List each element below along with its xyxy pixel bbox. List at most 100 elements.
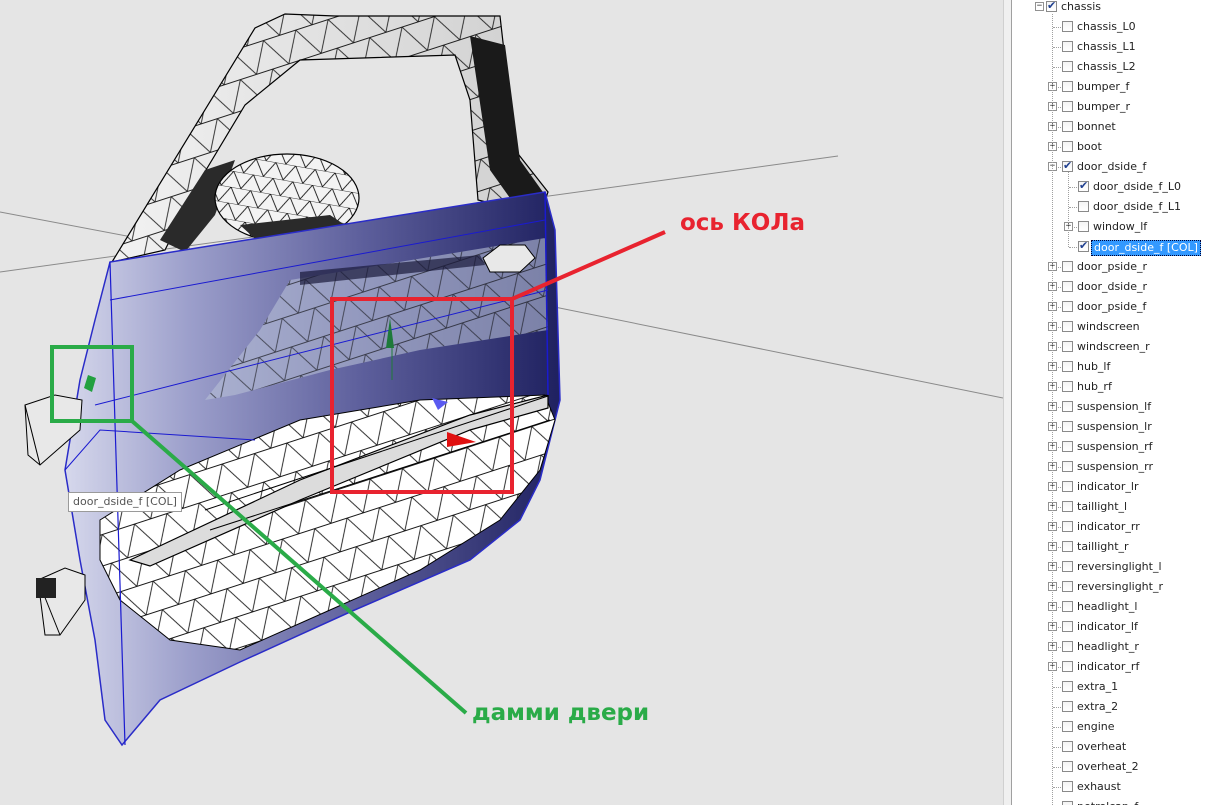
tree-node[interactable]: +headlight_l xyxy=(1012,600,1206,620)
tree-node[interactable]: +indicator_lf xyxy=(1012,620,1206,640)
tree-node-label[interactable]: taillight_l xyxy=(1077,500,1128,513)
node-checkbox[interactable] xyxy=(1062,761,1073,772)
tree-node[interactable]: +bonnet xyxy=(1012,120,1206,140)
node-checkbox[interactable] xyxy=(1062,461,1073,472)
node-checkbox[interactable] xyxy=(1062,661,1073,672)
tree-node-label[interactable]: hub_rf xyxy=(1077,380,1112,393)
node-checkbox[interactable] xyxy=(1078,201,1089,212)
collapse-icon[interactable]: − xyxy=(1035,1,1044,11)
tree-node-label[interactable]: suspension_rr xyxy=(1077,460,1153,473)
node-checkbox[interactable] xyxy=(1062,321,1073,332)
tree-node-label[interactable]: windscreen_r xyxy=(1077,340,1150,353)
tree-node[interactable]: extra_2 xyxy=(1012,700,1206,720)
node-checkbox[interactable] xyxy=(1062,101,1073,112)
tree-node[interactable]: chassis_L1 xyxy=(1012,40,1206,60)
tree-root[interactable]: − chassis xyxy=(1012,0,1206,20)
tree-node[interactable]: +window_lf xyxy=(1012,220,1206,240)
tree-node[interactable]: +suspension_lr xyxy=(1012,420,1206,440)
node-checkbox[interactable] xyxy=(1062,381,1073,392)
tree-node[interactable]: engine xyxy=(1012,720,1206,740)
tree-node-label[interactable]: indicator_rf xyxy=(1077,660,1140,673)
tree-node[interactable]: +door_pside_f xyxy=(1012,300,1206,320)
node-checkbox[interactable] xyxy=(1062,641,1073,652)
node-checkbox[interactable] xyxy=(1062,521,1073,532)
tree-node-label[interactable]: indicator_lf xyxy=(1077,620,1138,633)
tree-node[interactable]: +reversinglight_l xyxy=(1012,560,1206,580)
node-checkbox[interactable] xyxy=(1062,781,1073,792)
tree-node[interactable]: +indicator_rf xyxy=(1012,660,1206,680)
node-checkbox[interactable] xyxy=(1062,261,1073,272)
node-checkbox[interactable] xyxy=(1062,301,1073,312)
tree-node-label[interactable]: extra_1 xyxy=(1077,680,1119,693)
node-checkbox[interactable] xyxy=(1062,401,1073,412)
tree-node[interactable]: +taillight_l xyxy=(1012,500,1206,520)
tree-node[interactable]: door_dside_f_L0 xyxy=(1012,179,1206,200)
panel-splitter[interactable] xyxy=(1003,0,1012,805)
node-checkbox[interactable] xyxy=(1062,121,1073,132)
node-checkbox[interactable] xyxy=(1062,581,1073,592)
tree-node[interactable]: chassis_L2 xyxy=(1012,60,1206,80)
tree-node-label[interactable]: reversinglight_r xyxy=(1077,580,1163,593)
node-checkbox[interactable] xyxy=(1062,721,1073,732)
tree-node[interactable]: +hub_lf xyxy=(1012,360,1206,380)
tree-node[interactable]: chassis_L0 xyxy=(1012,20,1206,40)
tree-node[interactable]: +bumper_f xyxy=(1012,80,1206,100)
tree-node-label[interactable]: bonnet xyxy=(1077,120,1116,133)
tree-node[interactable]: petrolcap_f xyxy=(1012,800,1206,805)
tree-node-label[interactable]: boot xyxy=(1077,140,1102,153)
tree-node-label[interactable]: door_dside_f_L1 xyxy=(1093,200,1181,213)
tree-node-label[interactable]: exhaust xyxy=(1077,780,1121,793)
tree-node-label[interactable]: chassis_L2 xyxy=(1077,60,1136,73)
3d-viewport[interactable]: ось КОЛа дамми двери door_dside_f [COL] xyxy=(0,0,1003,805)
tree-node-label[interactable]: extra_2 xyxy=(1077,700,1119,713)
tree-node-label[interactable]: chassis_L0 xyxy=(1077,20,1136,33)
tree-node[interactable]: +taillight_r xyxy=(1012,540,1206,560)
tree-node[interactable]: +suspension_rf xyxy=(1012,440,1206,460)
tree-node[interactable]: +hub_rf xyxy=(1012,380,1206,400)
node-checkbox[interactable] xyxy=(1062,281,1073,292)
node-checkbox[interactable] xyxy=(1062,801,1073,805)
tree-node-label-selected[interactable]: door_dside_f [COL] xyxy=(1091,240,1201,256)
node-checkbox[interactable] xyxy=(1062,621,1073,632)
tree-node-label[interactable]: window_lf xyxy=(1093,220,1148,233)
node-checkbox[interactable] xyxy=(1062,441,1073,452)
tree-node-label[interactable]: bumper_f xyxy=(1077,80,1130,93)
tree-node-label[interactable]: bumper_r xyxy=(1077,100,1130,113)
node-checkbox[interactable] xyxy=(1062,541,1073,552)
tree-node[interactable]: +suspension_rr xyxy=(1012,460,1206,480)
tree-node-label[interactable]: door_dside_r xyxy=(1077,280,1148,293)
tree-node-label[interactable]: suspension_rf xyxy=(1077,440,1153,453)
tree-node-label[interactable]: engine xyxy=(1077,720,1115,733)
tree-node-label[interactable]: taillight_r xyxy=(1077,540,1129,553)
tree-node[interactable]: overheat_2 xyxy=(1012,760,1206,780)
hierarchy-tree[interactable]: − chassis chassis_L0 chassis_L1chassis_L2… xyxy=(1012,0,1206,805)
node-checkbox[interactable] xyxy=(1062,741,1073,752)
tree-node[interactable]: +door_pside_r xyxy=(1012,260,1206,280)
tree-node-label[interactable]: door_dside_f_L0 xyxy=(1093,180,1181,193)
tree-root-label[interactable]: chassis xyxy=(1061,0,1102,13)
tree-node-label[interactable]: windscreen xyxy=(1077,320,1140,333)
tree-node-label[interactable]: overheat_2 xyxy=(1077,760,1139,773)
node-checkbox[interactable] xyxy=(1062,141,1073,152)
node-checkbox[interactable] xyxy=(1062,361,1073,372)
node-checkbox[interactable] xyxy=(1062,681,1073,692)
tree-node[interactable]: +reversinglight_r xyxy=(1012,580,1206,600)
node-checkbox[interactable] xyxy=(1062,421,1073,432)
node-checkbox[interactable] xyxy=(1062,61,1073,72)
tree-node-label[interactable]: headlight_l xyxy=(1077,600,1138,613)
tree-node[interactable]: overheat xyxy=(1012,740,1206,760)
tree-node-label[interactable]: overheat xyxy=(1077,740,1127,753)
tree-node-label[interactable]: indicator_rr xyxy=(1077,520,1140,533)
node-checkbox[interactable] xyxy=(1062,41,1073,52)
tree-node[interactable]: exhaust xyxy=(1012,780,1206,800)
tree-node[interactable]: door_dside_f [COL] xyxy=(1012,239,1206,260)
node-checkbox[interactable] xyxy=(1078,221,1089,232)
tree-node-label[interactable]: petrolcap_f xyxy=(1075,800,1140,805)
tree-node[interactable]: +door_dside_r xyxy=(1012,280,1206,300)
tree-node[interactable]: extra_1 xyxy=(1012,680,1206,700)
node-checkbox[interactable] xyxy=(1078,239,1089,252)
tree-node[interactable]: −door_dside_f xyxy=(1012,159,1206,180)
node-checkbox[interactable] xyxy=(1062,21,1073,32)
root-checkbox[interactable] xyxy=(1046,0,1057,12)
tree-node[interactable]: +boot xyxy=(1012,140,1206,160)
